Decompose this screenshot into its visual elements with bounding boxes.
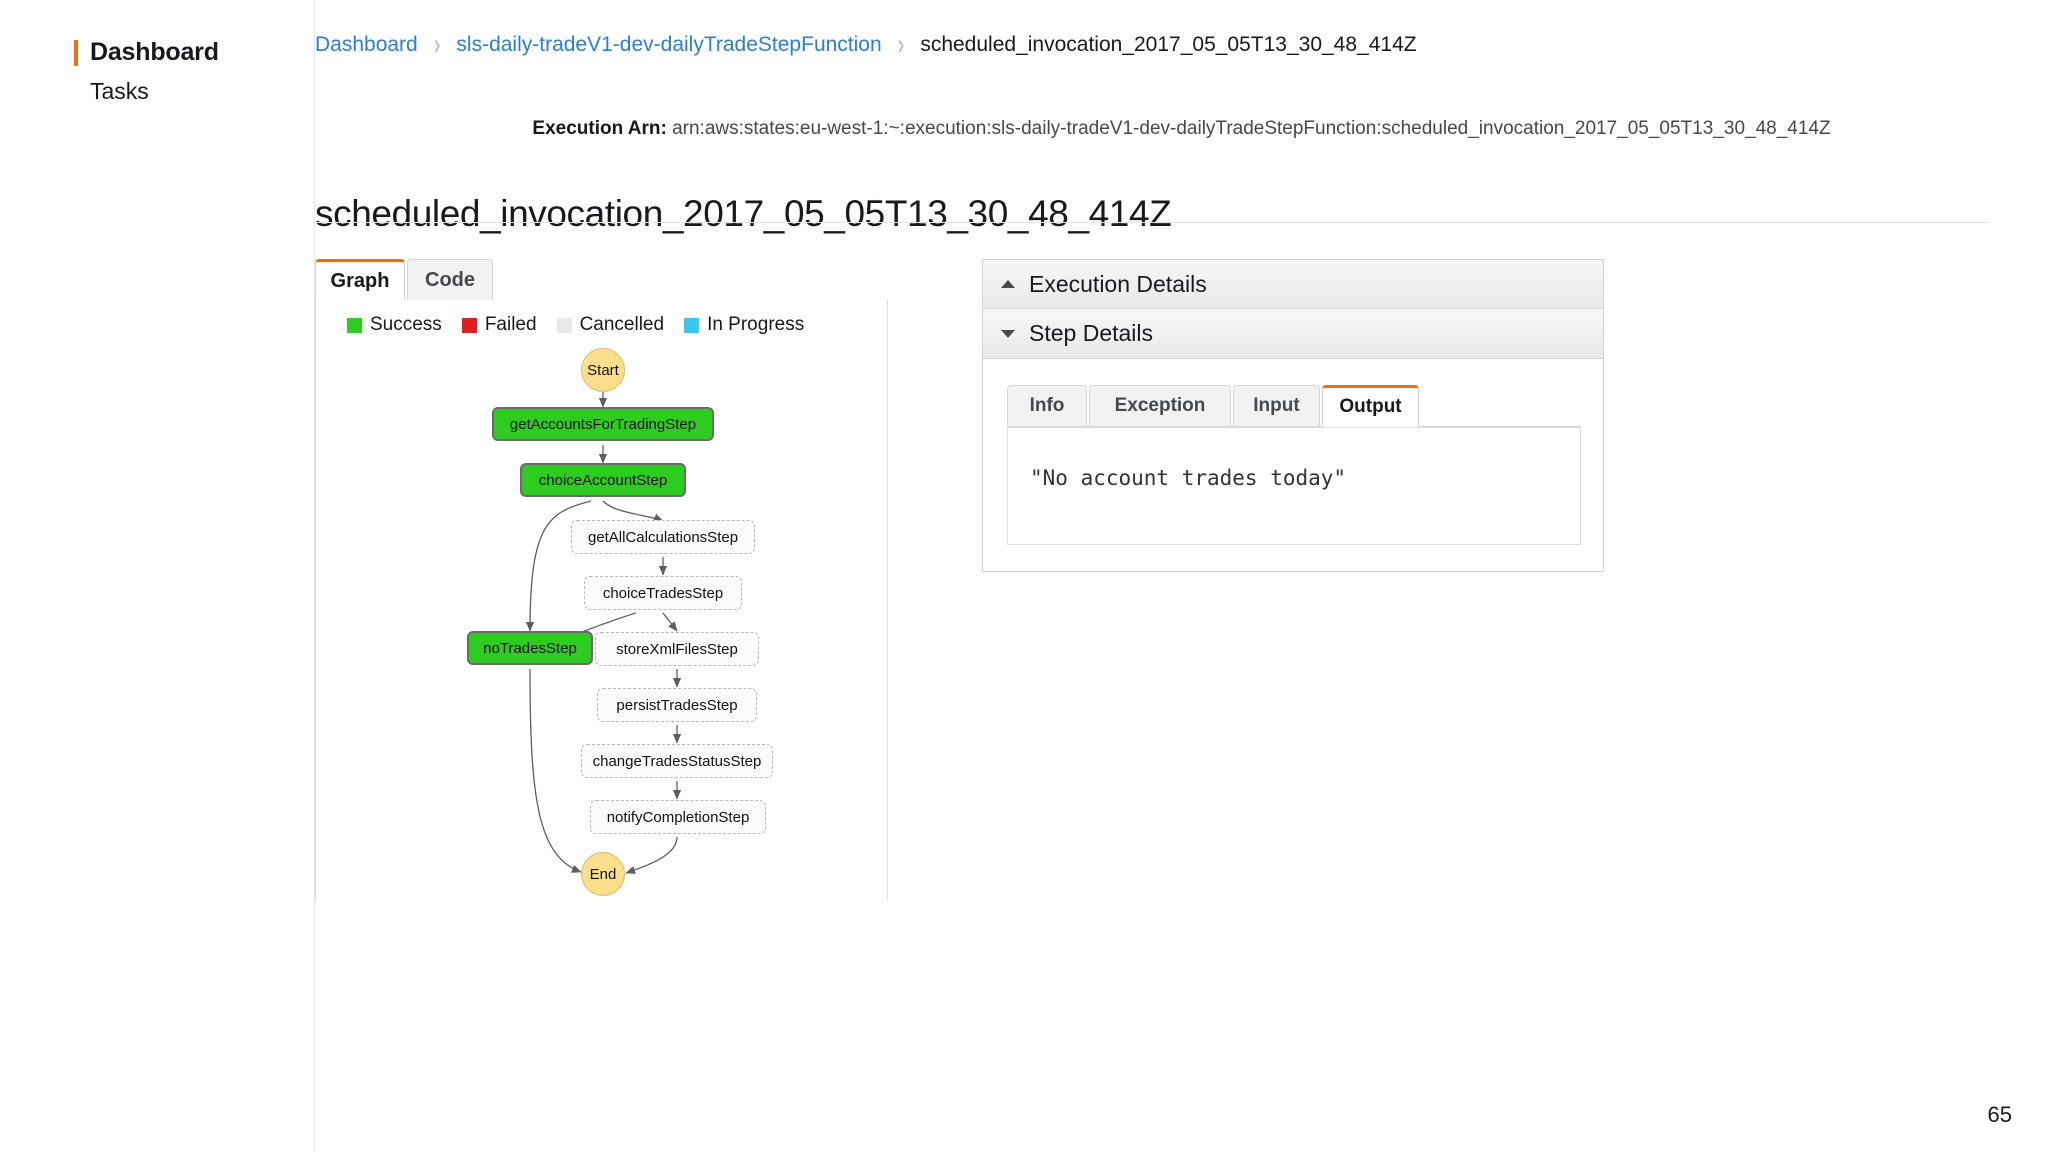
graph-node-label: storeXmlFilesStep — [616, 640, 738, 658]
legend-item-success: Success — [347, 314, 442, 336]
legend-label-in-progress: In Progress — [707, 314, 805, 335]
step-details-tabbar: Info Exception Input Output — [1007, 385, 1581, 427]
page-title: scheduled_invocation_2017_05_05T13_30_48… — [315, 192, 1172, 234]
graph-node-label: choiceAccountStep — [538, 471, 668, 489]
graph-node-changeTradesStatusStep[interactable]: changeTradesStatusStep — [581, 744, 773, 778]
output-content-box: "No account trades today" — [1007, 427, 1581, 545]
graph-node-label: persistTradesStep — [616, 696, 738, 714]
graph-node-getAllCalculationsStep[interactable]: getAllCalculationsStep — [571, 520, 755, 554]
breadcrumb-link-dashboard[interactable]: Dashboard — [315, 33, 418, 56]
sidebar-item-dashboard[interactable]: Dashboard — [74, 38, 219, 67]
graph-node-label: changeTradesStatusStep — [592, 752, 762, 770]
tab-exception-label: Exception — [1114, 395, 1206, 416]
breadcrumb-separator-icon: › — [433, 27, 441, 61]
breadcrumb-separator-icon: › — [897, 27, 905, 61]
graph-node-choiceTradesStep[interactable]: choiceTradesStep — [584, 576, 742, 610]
sidebar-item-tasks[interactable]: Tasks — [90, 78, 149, 105]
tab-info[interactable]: Info — [1007, 385, 1087, 427]
graph-panel: Graph Code Success Failed — [315, 259, 888, 899]
legend-swatch-in-progress — [684, 317, 700, 333]
graph-legend: Success Failed Cancelled In Progress — [347, 314, 804, 336]
title-divider — [315, 222, 1988, 223]
legend-label-success: Success — [370, 314, 442, 335]
chevron-up-icon — [1001, 280, 1015, 288]
accordion-step-details-label: Step Details — [1029, 320, 1154, 346]
legend-item-failed: Failed — [461, 314, 537, 336]
tab-input-label: Input — [1253, 395, 1300, 416]
graph-node-persistTradesStep[interactable]: persistTradesStep — [597, 688, 757, 722]
breadcrumb: Dashboard › sls-daily-tradeV1-dev-dailyT… — [315, 28, 1417, 61]
chevron-down-icon — [1001, 329, 1015, 338]
legend-swatch-failed — [461, 317, 477, 333]
graph-node-label: noTradesStep — [483, 639, 577, 657]
tab-graph-label: Graph — [330, 269, 390, 292]
sidebar-item-label: Tasks — [90, 78, 149, 104]
legend-label-cancelled: Cancelled — [579, 314, 665, 335]
execution-arn-line: Execution Arn: arn:aws:states:eu-west-1:… — [315, 118, 2048, 140]
tab-input[interactable]: Input — [1233, 385, 1320, 427]
graph-node-label: notifyCompletionStep — [606, 808, 750, 826]
graph-body: Success Failed Cancelled In Progress — [315, 300, 888, 899]
graph-node-getAccountsForTradingStep[interactable]: getAccountsForTradingStep — [492, 407, 714, 441]
graph-canvas: Start getAccountsForTradingStep choiceAc… — [316, 300, 887, 899]
tab-output-label: Output — [1339, 396, 1402, 417]
graph-node-noTradesStep[interactable]: noTradesStep — [467, 631, 593, 665]
graph-node-label: getAccountsForTradingStep — [509, 415, 697, 433]
breadcrumb-current-execution: scheduled_invocation_2017_05_05T13_30_48… — [920, 33, 1417, 56]
execution-arn-label: Execution Arn: — [532, 118, 667, 139]
graph-node-label: End — [589, 865, 617, 883]
graph-node-choiceAccountStep[interactable]: choiceAccountStep — [520, 463, 686, 497]
details-panel: Execution Details Step Details Info Exce… — [982, 259, 1604, 572]
legend-item-in-progress: In Progress — [684, 314, 804, 336]
main-content: Dashboard › sls-daily-tradeV1-dev-dailyT… — [315, 0, 2048, 1152]
graph-node-storeXmlFilesStep[interactable]: storeXmlFilesStep — [595, 632, 759, 666]
graph-node-label: choiceTradesStep — [602, 584, 724, 602]
accordion-execution-details-label: Execution Details — [1029, 270, 1207, 297]
sidebar: Dashboard Tasks — [0, 0, 315, 1152]
active-accent-bar — [74, 40, 78, 66]
graph-tabbar: Graph Code — [315, 259, 888, 301]
tab-output[interactable]: Output — [1322, 385, 1419, 427]
execution-arn-value: arn:aws:states:eu-west-1:~:execution:sls… — [672, 118, 1831, 139]
breadcrumb-link-state-machine[interactable]: sls-daily-tradeV1-dev-dailyTradeStepFunc… — [456, 33, 882, 56]
page-number: 65 — [1987, 1102, 2012, 1127]
output-value: "No account trades today" — [1030, 466, 1347, 490]
graph-node-label: getAllCalculationsStep — [587, 528, 739, 546]
tab-code-label: Code — [425, 268, 475, 291]
graph-node-start[interactable]: Start — [581, 348, 625, 392]
legend-label-failed: Failed — [484, 314, 537, 335]
accordion-step-details[interactable]: Step Details — [982, 309, 1604, 359]
graph-node-notifyCompletionStep[interactable]: notifyCompletionStep — [590, 800, 766, 834]
legend-swatch-success — [347, 317, 362, 333]
accordion-execution-details[interactable]: Execution Details — [982, 259, 1604, 309]
graph-node-label: Start — [587, 361, 619, 379]
tab-exception[interactable]: Exception — [1089, 385, 1231, 427]
legend-item-cancelled: Cancelled — [556, 314, 665, 336]
tab-code[interactable]: Code — [407, 259, 493, 301]
legend-swatch-cancelled — [556, 317, 572, 333]
graph-node-end[interactable]: End — [581, 852, 625, 896]
tab-info-label: Info — [1029, 395, 1065, 416]
tab-graph[interactable]: Graph — [315, 259, 405, 301]
sidebar-item-label: Dashboard — [90, 38, 219, 66]
step-details-body: Info Exception Input Output "No account … — [982, 359, 1604, 572]
